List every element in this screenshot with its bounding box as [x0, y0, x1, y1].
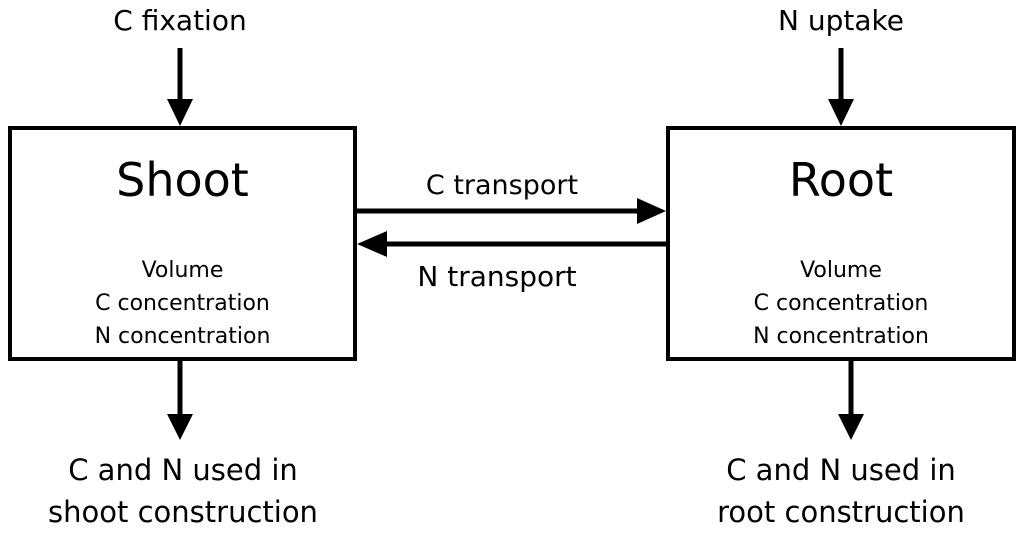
n-uptake-label: N uptake [778, 4, 904, 37]
root-output-arrow [838, 361, 864, 440]
shoot-property-c-concentration: C concentration [95, 291, 270, 316]
shoot-properties: Volume C concentration N concentration [12, 254, 353, 353]
c-transport-arrow [357, 198, 666, 224]
c-transport-label: C transport [425, 170, 579, 201]
root-output-label: C and N used in root construction [666, 449, 1016, 533]
shoot-output-line-2: shoot construction [48, 495, 318, 529]
c-fixation-label: C fixation [113, 4, 247, 37]
shoot-output-label: C and N used in shoot construction [8, 449, 358, 533]
root-property-volume: Volume [800, 258, 882, 283]
shoot-output-line-1: C and N used in [68, 453, 298, 487]
n-transport-label: N transport [417, 260, 577, 293]
c-fixation-arrow [167, 48, 193, 126]
shoot-property-n-concentration: N concentration [94, 324, 271, 349]
root-properties: Volume C concentration N concentration [670, 254, 1012, 353]
root-property-n-concentration: N concentration [753, 324, 929, 349]
root-box: Root Volume C concentration N concentrat… [666, 126, 1016, 361]
shoot-box: Shoot Volume C concentration N concentra… [8, 126, 357, 361]
root-property-c-concentration: C concentration [753, 291, 929, 316]
root-output-line-1: C and N used in [726, 453, 956, 487]
n-uptake-arrow [828, 48, 854, 126]
shoot-title: Shoot [116, 153, 249, 207]
root-output-line-2: root construction [717, 495, 965, 529]
shoot-property-volume: Volume [141, 258, 224, 283]
n-transport-arrow [357, 231, 666, 257]
root-title: Root [788, 153, 894, 207]
shoot-output-arrow [167, 361, 193, 440]
